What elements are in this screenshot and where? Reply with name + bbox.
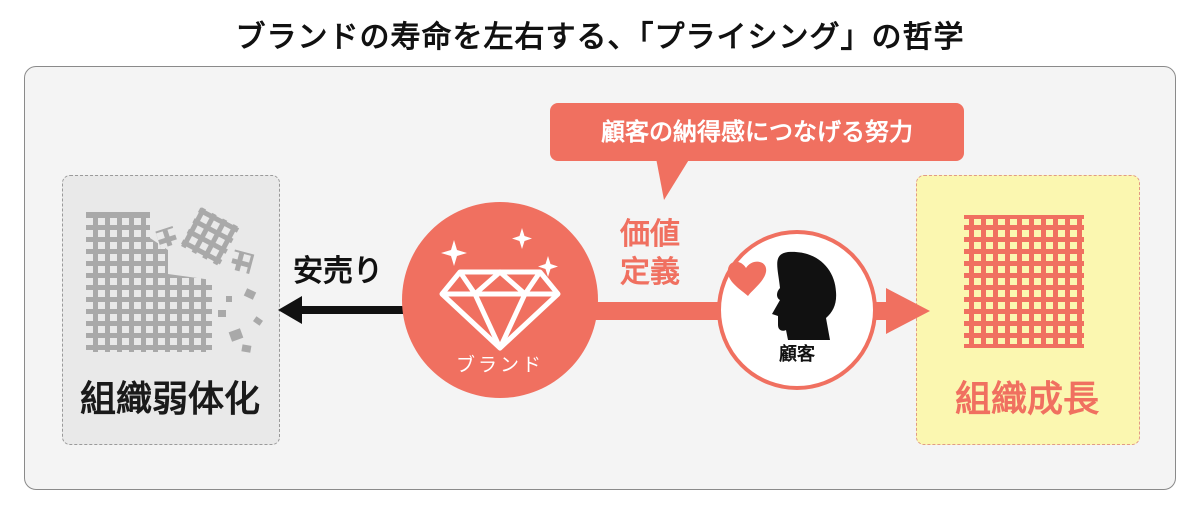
diamond-icon — [439, 269, 561, 351]
person-head-icon — [772, 251, 837, 340]
sparkle-icon — [441, 228, 558, 277]
effort-speech-bubble: 顧客の納得感につなげる努力 — [550, 103, 964, 161]
brand-circle — [402, 202, 598, 398]
growth-label: 組織成長 — [954, 379, 1099, 420]
weakening-label: 組織弱体化 — [79, 379, 260, 420]
value-definition-label: 価値定義 — [620, 217, 680, 290]
customer-label: 顧客 — [779, 344, 815, 365]
heart-icon — [727, 261, 767, 296]
bubble-tail — [656, 158, 690, 200]
cheap-sale-label: 安売り — [293, 254, 383, 289]
cheap-sale-arrow — [278, 296, 408, 324]
building-icon — [964, 215, 1084, 348]
page-title: ブランドの寿命を左右する、「プライシング」の哲学 — [235, 20, 965, 55]
collapsing-building-icon — [86, 206, 263, 353]
brand-label: ブランド — [455, 354, 544, 376]
customer-circle — [717, 230, 877, 390]
